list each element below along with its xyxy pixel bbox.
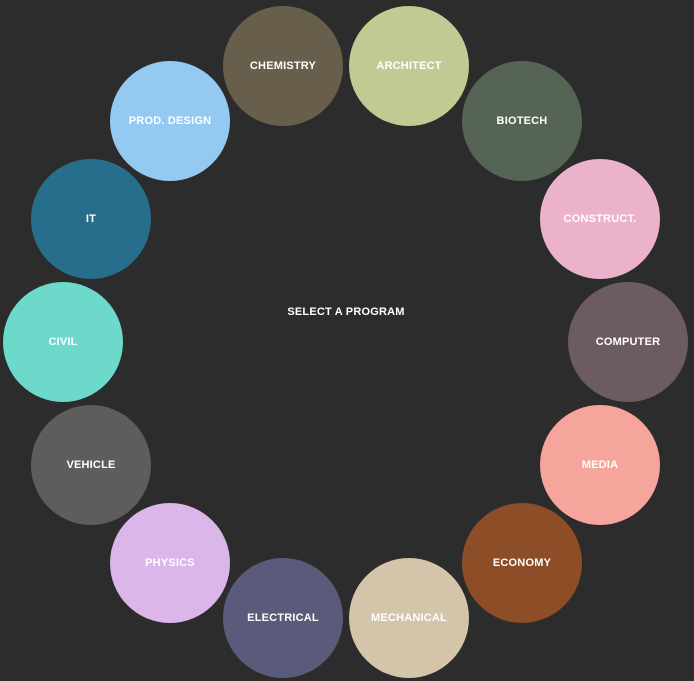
program-chemistry[interactable]: CHEMISTRY [223,6,343,126]
program-label: MEDIA [581,459,619,471]
program-it[interactable]: IT [31,159,151,279]
program-label: VEHICLE [66,459,116,471]
program-prod-design[interactable]: PROD. DESIGN [110,61,230,181]
program-label: CHEMISTRY [249,60,317,72]
program-electrical[interactable]: ELECTRICAL [223,558,343,678]
program-label: IT [85,213,97,225]
program-label: MECHANICAL [371,612,447,624]
program-label: COMPUTER [595,336,661,348]
program-media[interactable]: MEDIA [540,405,660,525]
program-label: CONSTRUCT. [563,213,637,225]
program-vehicle[interactable]: VEHICLE [31,405,151,525]
program-label: ELECTRICAL [247,612,319,624]
program-construct[interactable]: CONSTRUCT. [540,159,660,279]
program-label: BIOTECH [496,115,548,127]
program-label: PHYSICS [145,557,195,569]
program-physics[interactable]: PHYSICS [110,503,230,623]
program-computer[interactable]: COMPUTER [568,282,688,402]
program-economy[interactable]: ECONOMY [462,503,582,623]
program-biotech[interactable]: BIOTECH [462,61,582,181]
select-program-label: SELECT A PROGRAM [287,306,405,318]
program-label: CIVIL [48,336,78,348]
program-civil[interactable]: CIVIL [3,282,123,402]
program-architect[interactable]: ARCHITECT [349,6,469,126]
program-label: ARCHITECT [376,60,442,72]
program-label: PROD. DESIGN [128,115,212,127]
program-mechanical[interactable]: MECHANICAL [349,558,469,678]
program-label: ECONOMY [492,557,552,569]
